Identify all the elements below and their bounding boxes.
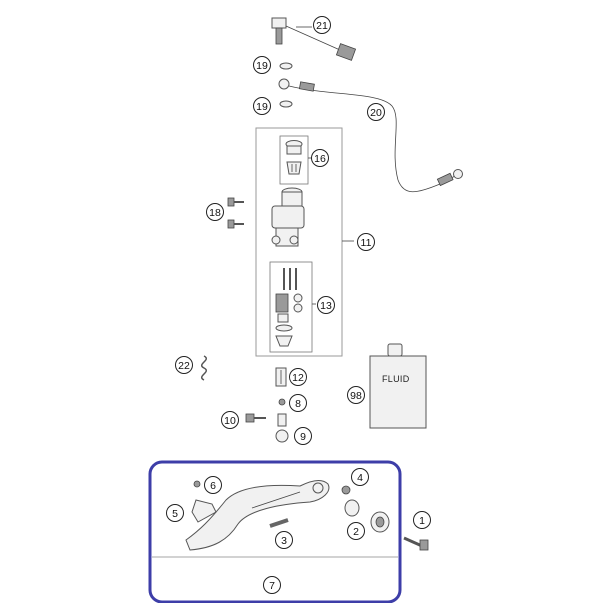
- brake-line: [278, 78, 463, 193]
- callout-20: 20: [367, 103, 385, 121]
- callout-circle: [289, 394, 307, 412]
- brake-fluid-bottle: FLUID: [369, 343, 427, 429]
- piston-kit: [275, 268, 303, 347]
- callout-19: 19: [253, 97, 271, 115]
- callout-number: 8: [295, 398, 301, 410]
- callout-9: 9: [294, 427, 312, 445]
- callout-number: 11: [361, 237, 372, 249]
- mounting-screws: [227, 197, 244, 229]
- callout-circle: [206, 203, 224, 221]
- return-spring: [201, 355, 207, 381]
- callout-circle: [351, 468, 369, 486]
- callout-18: 18: [206, 203, 224, 221]
- callout-number: 19: [256, 60, 268, 72]
- master-cylinder-frame: [255, 127, 343, 357]
- callout-circle: [263, 576, 281, 594]
- callout-98: 98: [347, 386, 365, 404]
- callout-circle: [253, 97, 271, 115]
- callout-circle: [221, 411, 239, 429]
- callout-1: 1: [413, 511, 431, 529]
- callout-number: 18: [209, 207, 221, 219]
- reservoir-cap-box: [279, 135, 309, 185]
- callout-number: 5: [172, 508, 178, 520]
- callout-16: 16: [311, 149, 329, 167]
- callout-number: 1: [419, 515, 425, 527]
- callout-circle: [204, 476, 222, 494]
- callout-10: 10: [221, 411, 239, 429]
- callout-number: 16: [314, 153, 326, 165]
- brake-pedal-group-frame: [148, 460, 402, 603]
- bearing-seals: [344, 499, 390, 533]
- callout-13: 13: [317, 296, 335, 314]
- callout-number: 98: [350, 390, 362, 402]
- fluid-label: FLUID: [382, 374, 410, 384]
- callout-number: 19: [256, 101, 268, 113]
- callout-7: 7: [263, 576, 281, 594]
- callout-6: 6: [204, 476, 222, 494]
- callout-number: 9: [300, 431, 306, 443]
- piston-rod-parts: [245, 367, 289, 443]
- callout-circle: [357, 233, 375, 251]
- callout-circle: [253, 56, 271, 74]
- callout-circle: [313, 16, 331, 34]
- master-cylinder-body: [271, 187, 305, 247]
- callout-number: 3: [281, 535, 287, 547]
- callout-circle: [413, 511, 431, 529]
- callout-2: 2: [347, 522, 365, 540]
- callout-number: 13: [320, 300, 332, 312]
- sealing-washer-lower: [279, 100, 293, 108]
- callout-circle: [275, 531, 293, 549]
- callout-circle: [289, 368, 307, 386]
- callout-number: 7: [269, 580, 275, 592]
- callout-number: 12: [292, 372, 304, 384]
- nut: [341, 485, 351, 495]
- callout-circle: [317, 296, 335, 314]
- piston-kit-box: [269, 261, 313, 353]
- callout-circle: [347, 386, 365, 404]
- callout-circle: [311, 149, 329, 167]
- callout-12: 12: [289, 368, 307, 386]
- callout-4: 4: [351, 468, 369, 486]
- pivot-bolt: [403, 536, 429, 551]
- brake-pedal: [185, 479, 330, 551]
- reservoir-cap: [285, 140, 303, 175]
- callout-number: 6: [210, 480, 216, 492]
- callout-8: 8: [289, 394, 307, 412]
- callout-number: 4: [357, 472, 363, 484]
- callout-21: 21: [313, 16, 331, 34]
- callout-5: 5: [166, 504, 184, 522]
- callout-circle: [294, 427, 312, 445]
- callout-22: 22: [175, 356, 193, 374]
- pedal-tip: [191, 499, 217, 523]
- callout-circle: [166, 504, 184, 522]
- callout-number: 20: [370, 107, 382, 119]
- sealing-washer-upper: [279, 62, 293, 70]
- callout-11: 11: [357, 233, 375, 251]
- brake-light-switch: [271, 17, 357, 61]
- small-screw: [193, 480, 201, 488]
- callout-number: 21: [316, 20, 328, 32]
- pivot-bushing: [269, 518, 289, 528]
- callout-19: 19: [253, 56, 271, 74]
- callout-number: 2: [353, 526, 359, 538]
- callout-circle: [175, 356, 193, 374]
- callout-number: 22: [178, 360, 190, 372]
- callout-3: 3: [275, 531, 293, 549]
- callout-circle: [367, 103, 385, 121]
- callout-number: 10: [224, 415, 236, 427]
- callout-circle: [347, 522, 365, 540]
